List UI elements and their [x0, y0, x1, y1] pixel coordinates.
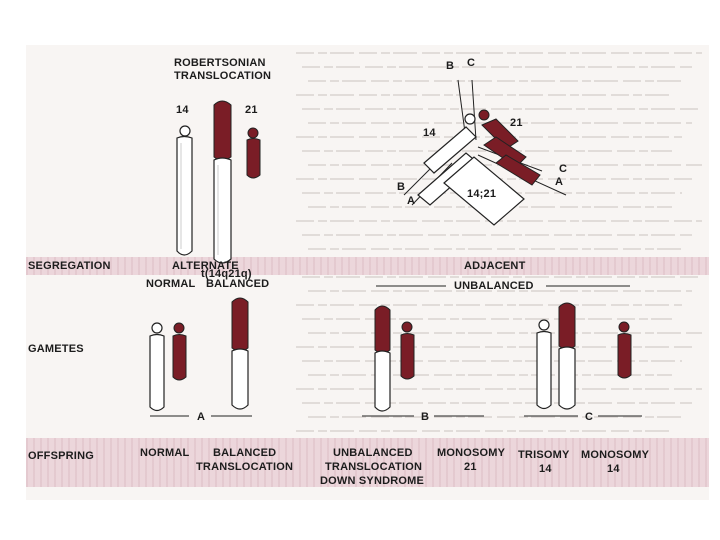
gamete-trisomy-14: [537, 320, 551, 409]
unbalanced-label: UNBALANCED: [454, 280, 534, 292]
diagram-label-21: 21: [510, 117, 523, 129]
normal-gamete-label: NORMAL: [146, 278, 195, 290]
offspring-monosomy14-line1: MONOSOMY: [581, 449, 649, 461]
title-line-1: ROBERTSONIAN: [174, 57, 266, 69]
gametes-label: GAMETES: [28, 343, 84, 355]
diagram-label-c-right: C: [559, 163, 567, 175]
chromosome-artwork: [26, 45, 709, 500]
balanced-gamete-label: BALANCED: [206, 278, 269, 290]
gamete-unbalanced-translocation: [375, 306, 390, 411]
diagram-label-a-left: A: [407, 195, 415, 207]
diagram-label-derivative: 14;21: [467, 188, 496, 200]
offspring-unbalanced-line1: UNBALANCED: [333, 447, 413, 459]
title-line-2: TRANSLOCATION: [174, 70, 271, 82]
chromosome-14-label: 14: [176, 104, 189, 116]
gamete-normal-14: [150, 323, 164, 411]
segregation-header: SEGREGATION: [28, 260, 111, 272]
gamete-trisomy-translocation: [559, 303, 575, 409]
diagram-label-b-top: B: [446, 60, 454, 72]
gamete-balanced-translocation: [232, 298, 248, 409]
offspring-trisomy14-line1: TRISOMY: [518, 449, 570, 461]
offspring-unbalanced-line2: TRANSLOCATION: [325, 461, 422, 473]
alternate-label: ALTERNATE: [172, 260, 239, 272]
offspring-balanced-line1: BALANCED: [213, 447, 276, 459]
diagram-label-14: 14: [423, 127, 436, 139]
group-c-label: C: [585, 411, 593, 423]
gamete-unbalanced-21: [401, 322, 414, 379]
offspring-balanced-line2: TRANSLOCATION: [196, 461, 293, 473]
gamete-monosomy-21: [618, 322, 631, 378]
offspring-unbalanced-line3: DOWN SYNDROME: [320, 475, 424, 487]
diagram-label-c-top: C: [467, 57, 475, 69]
translocation-chromosome-top: [214, 101, 231, 263]
translocation-figure: ROBERTSONIAN TRANSLOCATION 14 21 t(14q21…: [26, 45, 709, 500]
chromosome-21-top: [247, 128, 260, 178]
diagram-label-a-right: A: [555, 176, 563, 188]
chromosome-21-label: 21: [245, 104, 258, 116]
offspring-header: OFFSPRING: [28, 450, 94, 462]
chromosome-14-top: [177, 126, 192, 255]
offspring-monosomy14-line2: 14: [607, 463, 620, 475]
offspring-trisomy14-line2: 14: [539, 463, 552, 475]
adjacent-label: ADJACENT: [464, 260, 526, 272]
pairing-diagram: [404, 80, 566, 225]
group-b-label: B: [421, 411, 429, 423]
offspring-monosomy21-line1: MONOSOMY: [437, 447, 505, 459]
gamete-normal-21: [173, 323, 186, 380]
offspring-normal: NORMAL: [140, 447, 189, 459]
offspring-monosomy21-line2: 21: [464, 461, 477, 473]
diagram-label-b-left: B: [397, 181, 405, 193]
group-a-label: A: [197, 411, 205, 423]
